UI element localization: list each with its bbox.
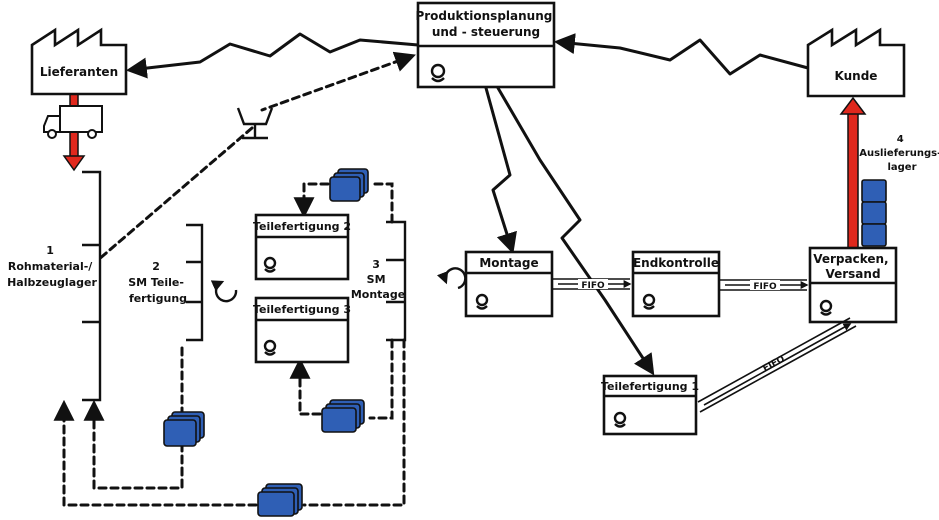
store2-label: 2 SM Teile- fertigung bbox=[128, 260, 188, 305]
delivery-arrowhead-customer bbox=[839, 96, 867, 115]
operator-icon bbox=[613, 411, 627, 428]
kanban-card-icon bbox=[257, 483, 303, 517]
store4-label-line2: Auslieferungs- bbox=[859, 148, 939, 159]
operator-icon bbox=[263, 256, 277, 273]
fifo-lane-montage-endkontrolle bbox=[552, 278, 632, 290]
delivery-arrow-customer bbox=[847, 111, 859, 249]
delivery-arrowhead-supplier bbox=[62, 155, 86, 172]
kanban-card-icon bbox=[329, 168, 369, 202]
ppc-label-line1: Produktionsplanung bbox=[415, 9, 552, 23]
verpacken-label-line1: Verpacken, bbox=[813, 252, 888, 266]
kanban-card-icon bbox=[321, 399, 365, 433]
fifo-lane-tf1-verpacken bbox=[697, 317, 857, 413]
endkontrolle-label: Endkontrolle bbox=[633, 256, 719, 270]
tf2-label: Teilefertigung 2 bbox=[253, 220, 351, 233]
operator-icon bbox=[475, 293, 489, 310]
info-flow-post-to-store1 bbox=[96, 126, 254, 262]
montage-label: Montage bbox=[479, 256, 538, 270]
info-flow-ppc-to-supplier bbox=[125, 32, 420, 79]
tf1-label: Teilefertigung 1 bbox=[601, 380, 699, 393]
operator-icon bbox=[263, 339, 277, 356]
store2-label-line3: fertigung bbox=[129, 292, 187, 305]
store1-label-line2: Rohmaterial-/ bbox=[8, 260, 93, 273]
schedule-post-icon bbox=[236, 107, 274, 140]
verpacken-label: Verpacken, Versand bbox=[813, 252, 893, 281]
tf1-box bbox=[602, 374, 698, 436]
store2-label-line1: 2 bbox=[152, 260, 160, 273]
store3-rack bbox=[386, 220, 407, 342]
store2-label-line2: SM Teile- bbox=[128, 276, 184, 289]
fifo-label-1: FIFO bbox=[581, 281, 605, 291]
operator-icon bbox=[819, 299, 833, 316]
store4-label: 4 Auslieferungs- lager bbox=[859, 134, 939, 173]
fifo-lane-endkontrolle-verpacken bbox=[719, 279, 809, 291]
info-flow-ppc-to-post bbox=[260, 51, 416, 112]
operator-icon bbox=[642, 293, 656, 310]
factory-icon bbox=[30, 27, 128, 96]
kanban-loop-tf2 bbox=[304, 182, 394, 222]
factory-icon bbox=[806, 27, 906, 98]
store1-label-line1: 1 bbox=[46, 244, 54, 257]
kanban-loop-tf3 bbox=[300, 338, 394, 420]
ppc-label-line2: und - steuerung bbox=[432, 25, 540, 39]
supplier-label: Lieferanten bbox=[40, 65, 118, 79]
store3-label: 3 SM Montage bbox=[351, 258, 405, 301]
store4-stack bbox=[861, 179, 887, 247]
store4-label-line3: lager bbox=[887, 162, 916, 173]
kanban-loop-store2 bbox=[83, 346, 184, 490]
store4-label-line1: 4 bbox=[897, 134, 904, 145]
store3-label-line1: 3 bbox=[372, 258, 380, 271]
store1-label: 1 Rohmaterial-/ Halbzeuglager bbox=[7, 244, 97, 289]
store3-label-line2: SM bbox=[367, 273, 386, 286]
store1-rack bbox=[82, 170, 102, 402]
info-flow-ppc-to-montage bbox=[484, 86, 517, 255]
withdrawal-cycle-icon bbox=[436, 267, 467, 290]
ppc-label: Produktionsplanung und - steuerung bbox=[415, 9, 556, 39]
verpacken-label-line2: Versand bbox=[825, 267, 880, 281]
tf3-label: Teilefertigung 3 bbox=[253, 303, 351, 316]
store1-label-line3: Halbzeuglager bbox=[7, 276, 97, 289]
truck-icon bbox=[43, 105, 103, 139]
kanban-loop-store3 bbox=[64, 338, 406, 507]
fifo-label-2: FIFO bbox=[753, 282, 777, 292]
withdrawal-cycle-icon bbox=[210, 280, 238, 303]
kanban-card-icon bbox=[163, 411, 205, 447]
info-flow-customer-to-ppc bbox=[553, 33, 810, 76]
operator-icon bbox=[430, 63, 446, 83]
store2-rack bbox=[186, 223, 204, 342]
store3-label-line3: Montage bbox=[351, 288, 405, 301]
info-flow-ppc-to-tf1 bbox=[496, 86, 655, 376]
customer-label: Kunde bbox=[835, 69, 878, 83]
